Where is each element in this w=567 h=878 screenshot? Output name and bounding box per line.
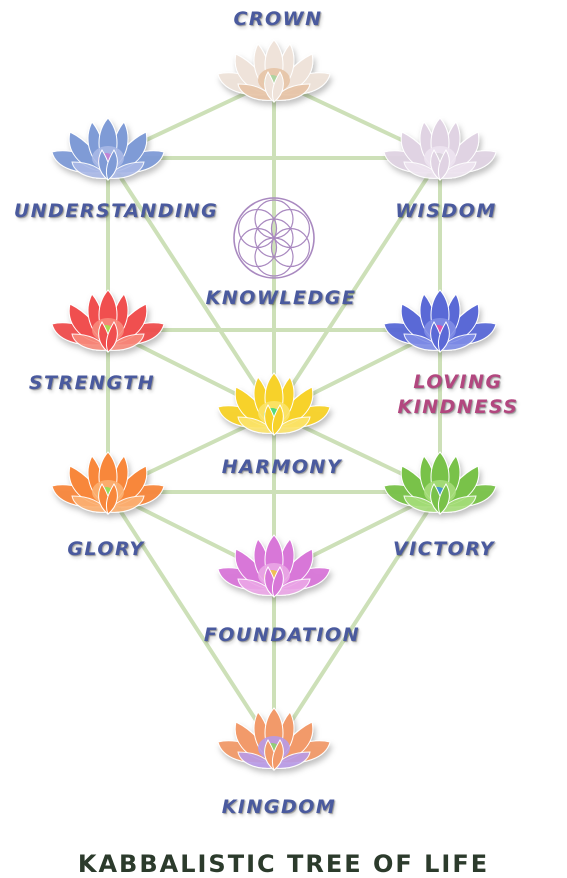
label-kindness: KINDNESS [397, 396, 519, 418]
lotus-icon-strength [51, 289, 165, 353]
diagram-title: KABBALISTIC TREE OF LIFE [77, 850, 490, 878]
lotus-flowers [51, 39, 497, 771]
label-wisdom: WISDOM [395, 200, 497, 222]
label-harmony: HARMONY [221, 456, 343, 478]
label-loving: LOVING [413, 371, 503, 393]
path-wisdom-harmony [272, 156, 442, 415]
lotus-icon-kingdom [217, 707, 331, 771]
label-kingdom: KINGDOM [221, 796, 337, 818]
lotus-icon-victory [383, 451, 497, 515]
label-knowledge: KNOWLEDGE [205, 287, 357, 309]
seed-of-life-icon [233, 197, 315, 279]
lotus-icon-understanding [51, 117, 165, 181]
label-loving-kindness: LOVING KINDNESS [397, 370, 518, 420]
label-victory: VICTORY [393, 538, 495, 560]
lotus-icon-foundation [217, 534, 331, 598]
label-glory: GLORY [67, 538, 145, 560]
label-foundation: FOUNDATION [203, 624, 361, 646]
lotus-icon-loving-kindness [383, 289, 497, 353]
lotus-icon-crown [217, 39, 331, 103]
label-strength: STRENGTH [28, 372, 156, 394]
lotus-icon-wisdom [383, 117, 497, 181]
label-understanding: UNDERSTANDING [13, 200, 219, 222]
path-victory-kingdom [272, 490, 442, 750]
path-understanding-harmony [106, 156, 276, 415]
path-glory-kingdom [106, 490, 276, 750]
lotus-icon-glory [51, 451, 165, 515]
lotus-icon-harmony [217, 372, 331, 436]
label-crown: CROWN [233, 8, 323, 30]
